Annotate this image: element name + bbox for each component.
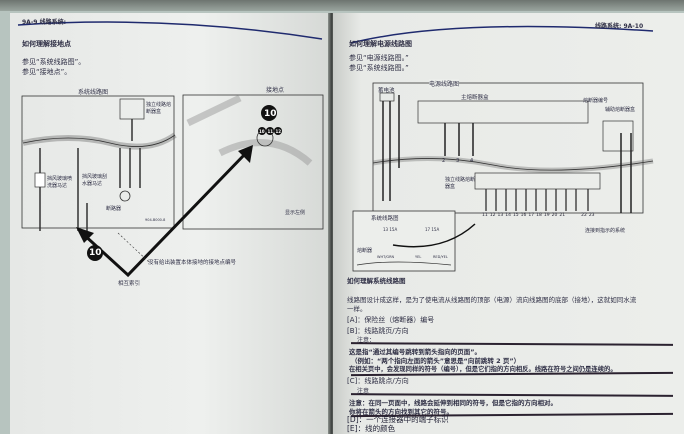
note-line: 这是指“通过其编号跳转到箭头指向的页面”。 [349, 348, 482, 356]
circuit-2: 2 [442, 158, 446, 164]
note-line: 在相关页中，会发现同样的符号（编号），但是它们指的方向相反。线路在符号之间仍是连… [349, 366, 617, 373]
washer-motor-label: 挡风玻璃喷洗器马达 [47, 176, 73, 189]
header-rule [17, 21, 323, 40]
ground-number-11: 11 [267, 128, 274, 134]
circuit-4: 4 [470, 158, 474, 164]
note-label: 注意： [357, 337, 376, 344]
connect-label: 连接到指示的系统 [585, 228, 626, 234]
ground-number-10: 10 [259, 128, 265, 134]
independent-fuse-box [474, 172, 601, 190]
circuit-number: 23 [588, 213, 595, 218]
item-a: [A]：保险丝（熔断器）编号 [347, 316, 435, 324]
section-title: 如何理解接地点 [22, 40, 71, 48]
battery-icon [379, 92, 395, 102]
battery-label: 蓄电池 [378, 88, 395, 94]
note-label: 注意 [357, 388, 370, 395]
wiper-motor-label: 挡风玻璃刮水器马达 [82, 174, 108, 187]
inset-arrow [392, 223, 476, 248]
circuit-number: 12 [489, 213, 496, 218]
paragraph-line: 线路图设计成这样，是为了使电流从线路图的顶部（电源）流向线路图的底部（接地），这… [347, 296, 637, 304]
ground-number-12: 12 [275, 128, 282, 134]
paragraph-line: 一样。 [347, 305, 367, 313]
circuit-number: 18 [536, 213, 542, 218]
inset-fuse-17: 17 15A [425, 227, 440, 232]
aux-fuse-box [602, 120, 634, 152]
circuit-number: 14 [505, 213, 511, 218]
circuit-number: 15 [512, 213, 519, 218]
circuit-3: 3 [456, 158, 460, 164]
background-strip [0, 0, 684, 11]
main-fuse-box [417, 100, 589, 124]
inset-fuse-label: 熔断器 [357, 248, 373, 254]
wire-color: WHT/GRN [377, 255, 395, 259]
reference-line: 参见“系统线路图”。 [22, 58, 86, 66]
circuit-number: 11 [482, 213, 488, 218]
diagram-code: 904-B000-8 [145, 218, 166, 222]
note-label: 没有给出装置本体接地的接地点编号 [148, 260, 237, 266]
inset-title: 系统线路图 [371, 216, 399, 222]
inset-fuse-13: 13 15A [383, 227, 398, 232]
note-line: 注意：在同一页面中，线路会延伸到相同的符号，但是它指的方向相对。 [349, 399, 557, 407]
independent-fuse-box-label: 独立线路熔断器盒 [445, 177, 476, 190]
breaker-label: 断路器 [106, 206, 122, 212]
ground-number-large: 10 [89, 248, 102, 258]
reference-line: 参见“系统线路图。” [349, 64, 409, 72]
item-b: [B]：线路跳页/方向 [347, 327, 409, 335]
ground-number-badge [261, 105, 277, 121]
power-diagram-label: 电源线路图 [429, 79, 460, 88]
page-header: 线路系统: 9A-10 [595, 23, 644, 30]
ground-number: 10 [264, 109, 277, 119]
right-page: 线路系统: 9A-10 如何理解电源线路图 参见“电源线路图。” 参见“系统线路… [333, 13, 684, 434]
ground-point-label: 接地点 [266, 87, 285, 94]
header-rule [350, 25, 654, 44]
fuse-number-label: 熔断器编号 [583, 98, 609, 104]
right-page-diagrams [350, 25, 654, 272]
circuit-number: 20 [551, 213, 558, 218]
system-section-title: 如何理解系统线路图 [347, 277, 406, 285]
circuit-number: 21 [559, 213, 566, 218]
wire-color: YEL [415, 255, 422, 259]
wire-color: RED/YEL [433, 255, 448, 259]
page-header: 9A-9 线路系统: [22, 19, 66, 26]
display-side-label: 显示左侧 [285, 210, 306, 216]
reference-line: 参见“电源线路图。” [349, 54, 409, 62]
fuse-box-label: 独立线路熔断器盒 [146, 102, 172, 115]
system-diagram-label: 系统线路图 [78, 89, 109, 96]
cross-ref-label: 相互索引 [118, 281, 141, 287]
bottom-circuit-numbers: 11 12 13 14 15 16 17 18 19 20 21 22 23 [482, 213, 595, 218]
cross-ref-arrow [80, 151, 248, 278]
ground-number-badge-large [87, 245, 103, 261]
reference-line: 参见“接地点”。 [22, 68, 72, 76]
inset-box [352, 210, 456, 272]
item-d: [D]：一个连接器中的端子标识 [347, 415, 449, 424]
left-page: 9A-9 线路系统: 如何理解接地点 参见“系统线路图”。 参见“接地点”。 系… [10, 13, 330, 434]
circuit-number: 16 [520, 213, 527, 218]
circuit-number: 17 [528, 213, 535, 218]
circuit-number: 19 [543, 213, 550, 218]
item-e: [E]：线的颜色 [347, 424, 396, 433]
left-page-diagrams [17, 21, 324, 278]
system-diagram-box [21, 95, 175, 229]
circuit-number: 22 [581, 213, 587, 218]
item-c: [C]：线路跳点/方向 [347, 377, 409, 385]
book-gutter [328, 13, 335, 434]
aux-fuse-box-label: 辅助熔断器盒 [605, 107, 636, 113]
note-line: 你将在箭头的方向找到其它的符号。 [349, 408, 453, 416]
bottom-wires [485, 189, 589, 211]
main-fuse-box-label: 主熔断器盒 [461, 95, 489, 101]
note-line: （例如：“两个指向左面的箭头”意思是“向前跳转 2 页”） [351, 357, 521, 365]
circuit-number: 13 [497, 213, 504, 218]
power-diagram-box [372, 82, 644, 214]
ground-location-box [182, 94, 324, 230]
section-title: 如何理解电源线路图 [349, 40, 412, 48]
